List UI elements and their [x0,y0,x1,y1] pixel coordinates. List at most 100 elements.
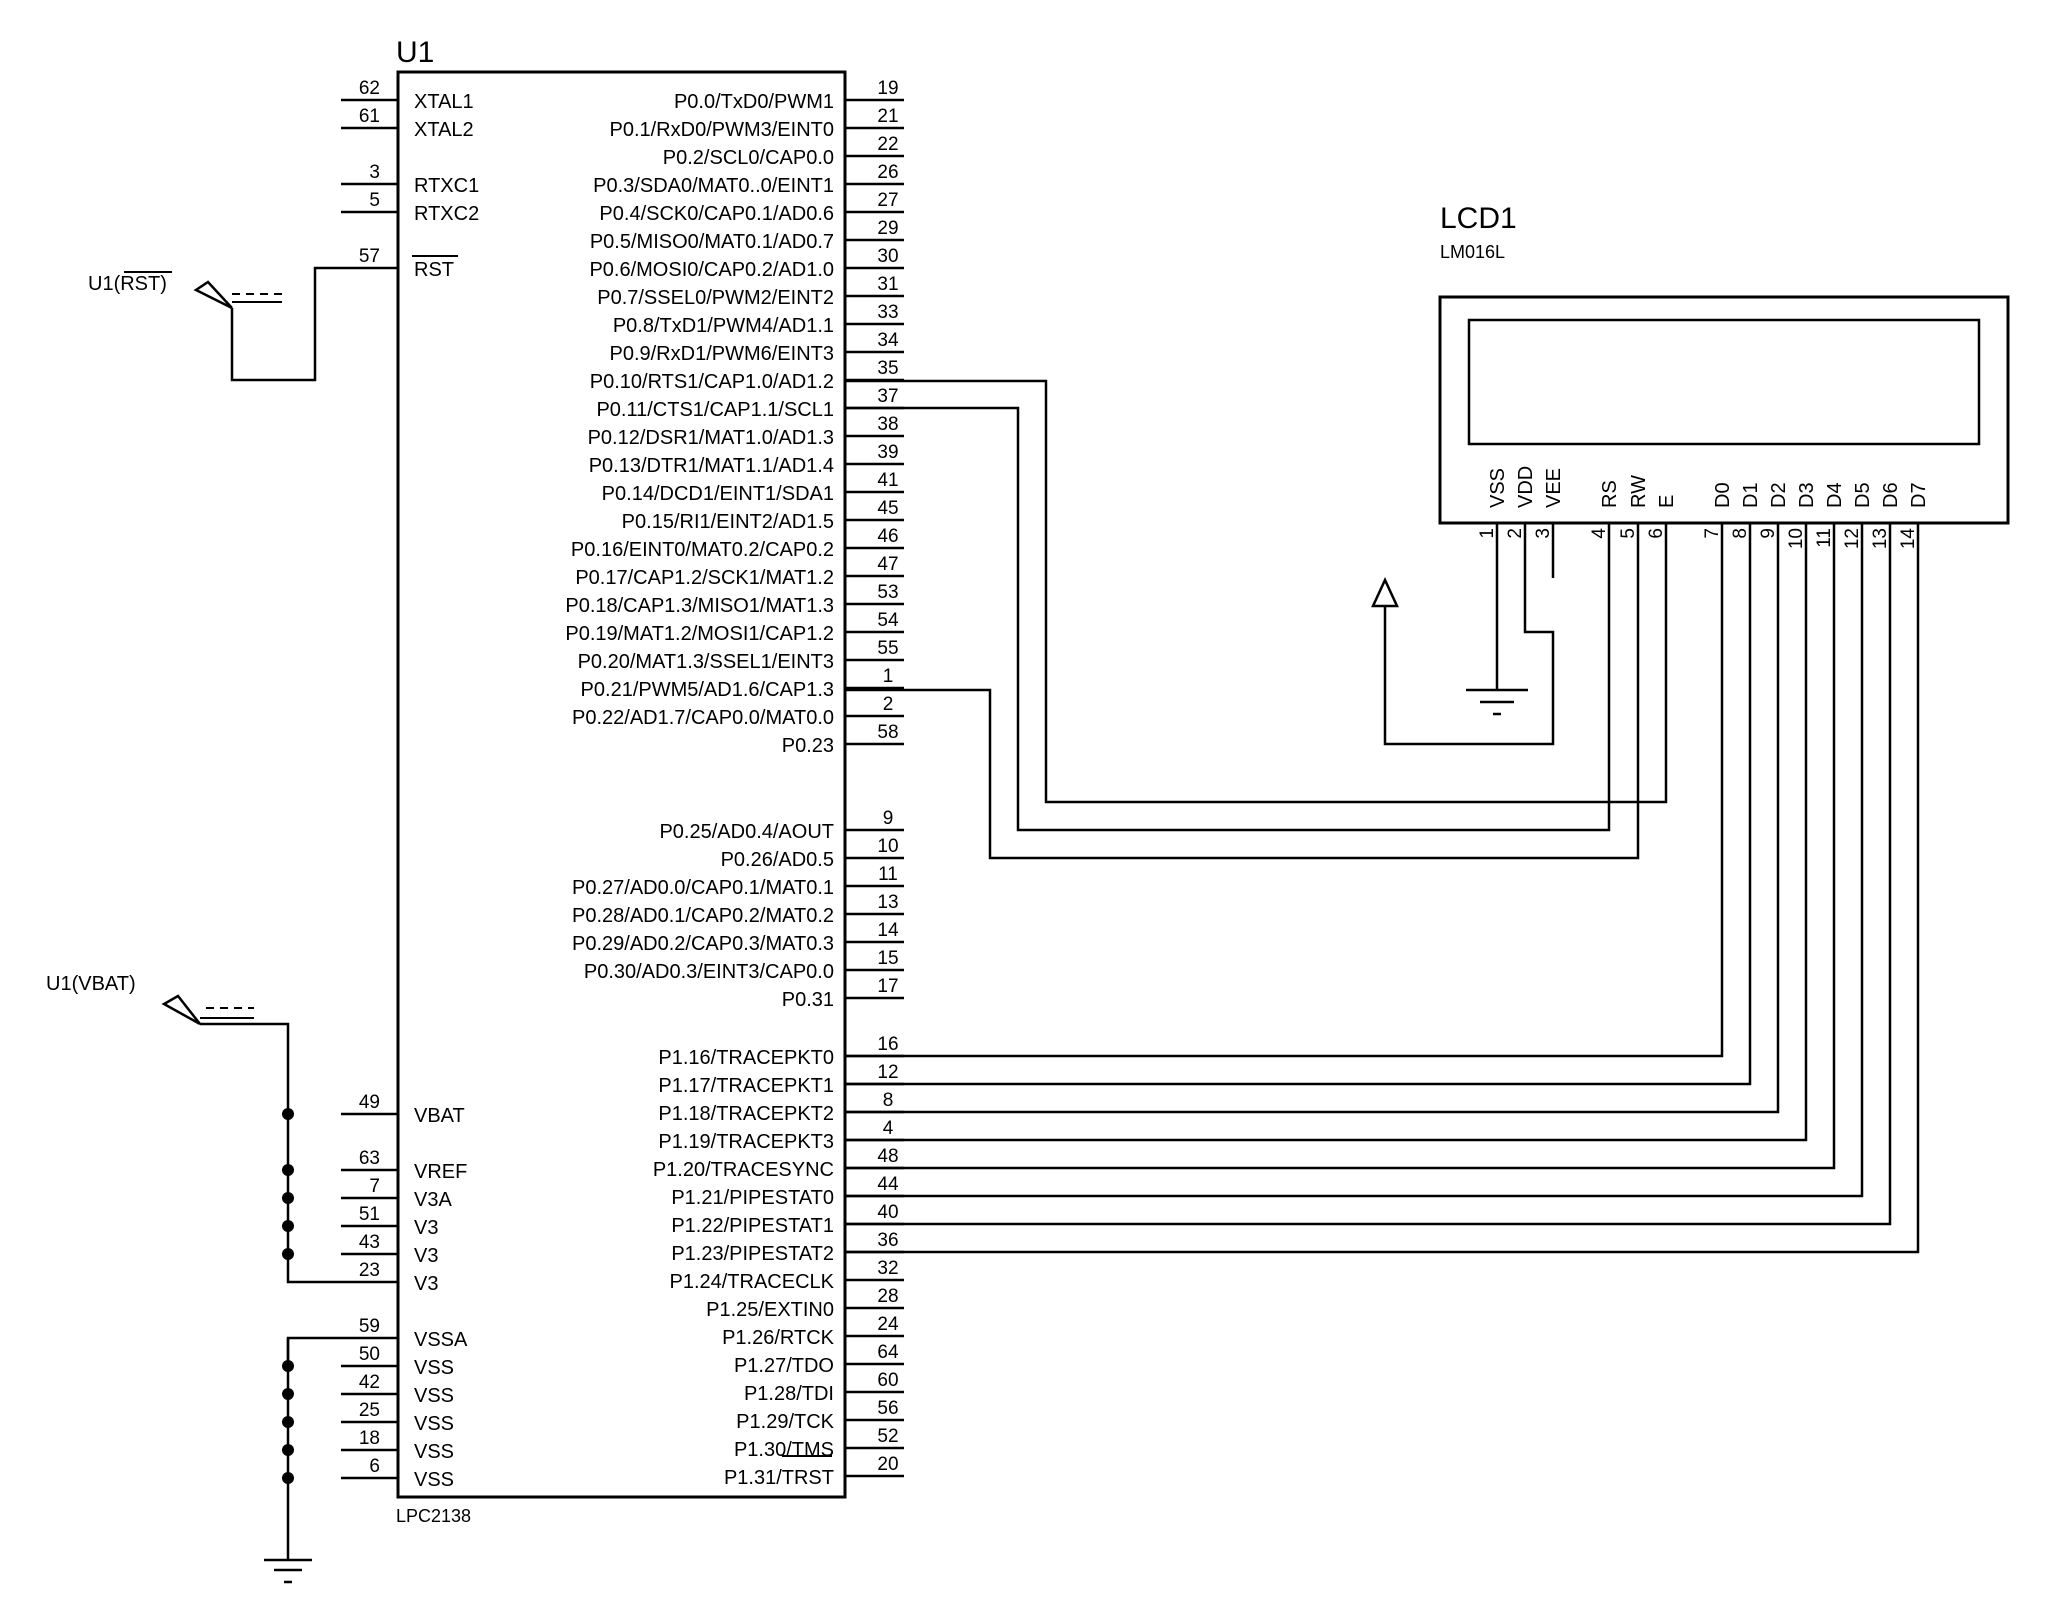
pin-number: 59 [359,1316,380,1337]
pin-name: P0.18/CAP1.3/MISO1/MAT1.3 [565,595,834,617]
pin-number: 36 [877,1230,898,1251]
pin-number: 17 [877,976,898,997]
pin-number: 11 [878,864,898,885]
pin-number: 20 [877,1454,898,1475]
pin-number: 47 [877,554,898,575]
pin-number: 31 [877,274,898,295]
pin-name: RTXC2 [414,203,479,225]
rst-terminal-symbol [193,280,233,310]
pin-name: V3 [414,1217,438,1239]
pin-number: 5 [369,190,380,211]
pin-number: 49 [359,1092,380,1113]
pin-number: 57 [359,246,380,267]
pin-number: 28 [877,1286,898,1307]
pin-name: P1.29/TCK [736,1411,834,1433]
pin-name: P0.19/MAT1.2/MOSI1/CAP1.2 [565,623,834,645]
pin-number: 10 [877,836,898,857]
wire-e [846,406,1611,832]
pin-name: P1.19/TRACEPKT3 [658,1131,834,1153]
vbat-wire [200,1022,341,1284]
vbat-terminal-dash [200,1007,254,1019]
pin-number: 6 [369,1456,380,1477]
lcd-ground-icon [1466,688,1528,716]
pin-name: D7 [1908,482,1930,508]
pin-name: P0.10/RTS1/CAP1.0/AD1.2 [590,371,834,393]
pin-name: VEE [1543,468,1565,508]
pin-name: P1.27/TDO [734,1355,834,1377]
pin-name: P1.25/EXTIN0 [706,1299,834,1321]
pin-name: P1.31/TRST [724,1467,834,1489]
pin-number: 7 [1702,528,1723,539]
pin-number: 40 [877,1202,898,1223]
pin-number: 45 [877,498,898,519]
pin-number: 56 [877,1398,898,1419]
pin-name: P0.9/RxD1/PWM6/EINT3 [609,343,834,365]
lcd-body [1438,295,2010,525]
pin-number: 48 [877,1146,898,1167]
pin-name: P0.2/SCL0/CAP0.0 [663,147,834,169]
pin-name: V3 [414,1245,438,1267]
pin-name: VSS [414,1469,454,1491]
rst-terminal-label: U1(RST) [88,273,167,295]
pin-number: 15 [877,948,898,969]
pin-number: 26 [877,162,898,183]
pin-name: P1.30/TMS [734,1439,834,1461]
lcd-pin-7: D07 [1702,482,1734,538]
pin-number: 52 [877,1426,898,1447]
u1-ref: U1 [396,36,434,69]
pin-name: P1.22/PIPESTAT1 [671,1215,834,1237]
wire-d2 [846,523,1780,1114]
lcd-pins: VSS1VDD2VEE3RS4RW5E6D07D18D29D310D411D51… [1477,466,1930,549]
pin-number: 33 [877,302,898,323]
pin-name: D3 [1796,482,1818,508]
pin-number: 8 [883,1090,894,1111]
pin-number: 41 [877,470,898,491]
wire-d0 [846,523,1724,1058]
pin-name: P0.16/EINT0/MAT0.2/CAP0.2 [571,539,834,561]
pin-name: P0.3/SDA0/MAT0..0/EINT1 [593,175,834,197]
pin-name: VSS [414,1385,454,1407]
pin-number: 55 [877,638,898,659]
pin-name: P0.13/DTR1/MAT1.1/AD1.4 [589,455,834,477]
pin-name: P1.26/RTCK [722,1327,835,1349]
pin-name: RS [1599,480,1621,508]
pin-number: 4 [883,1118,894,1139]
pin-name: P0.30/AD0.3/EINT3/CAP0.0 [584,961,834,983]
pin-number: 51 [359,1204,380,1225]
pin-name: RW [1628,475,1650,508]
pin-name: P0.8/TxD1/PWM4/AD1.1 [613,315,834,337]
pin-number: 9 [883,808,894,829]
pin-number: 54 [877,610,899,631]
pin-number: 30 [877,246,898,267]
pin-number: 62 [359,78,380,99]
vss-top-wire [286,1336,341,1366]
pin-name: V3 [414,1273,438,1295]
